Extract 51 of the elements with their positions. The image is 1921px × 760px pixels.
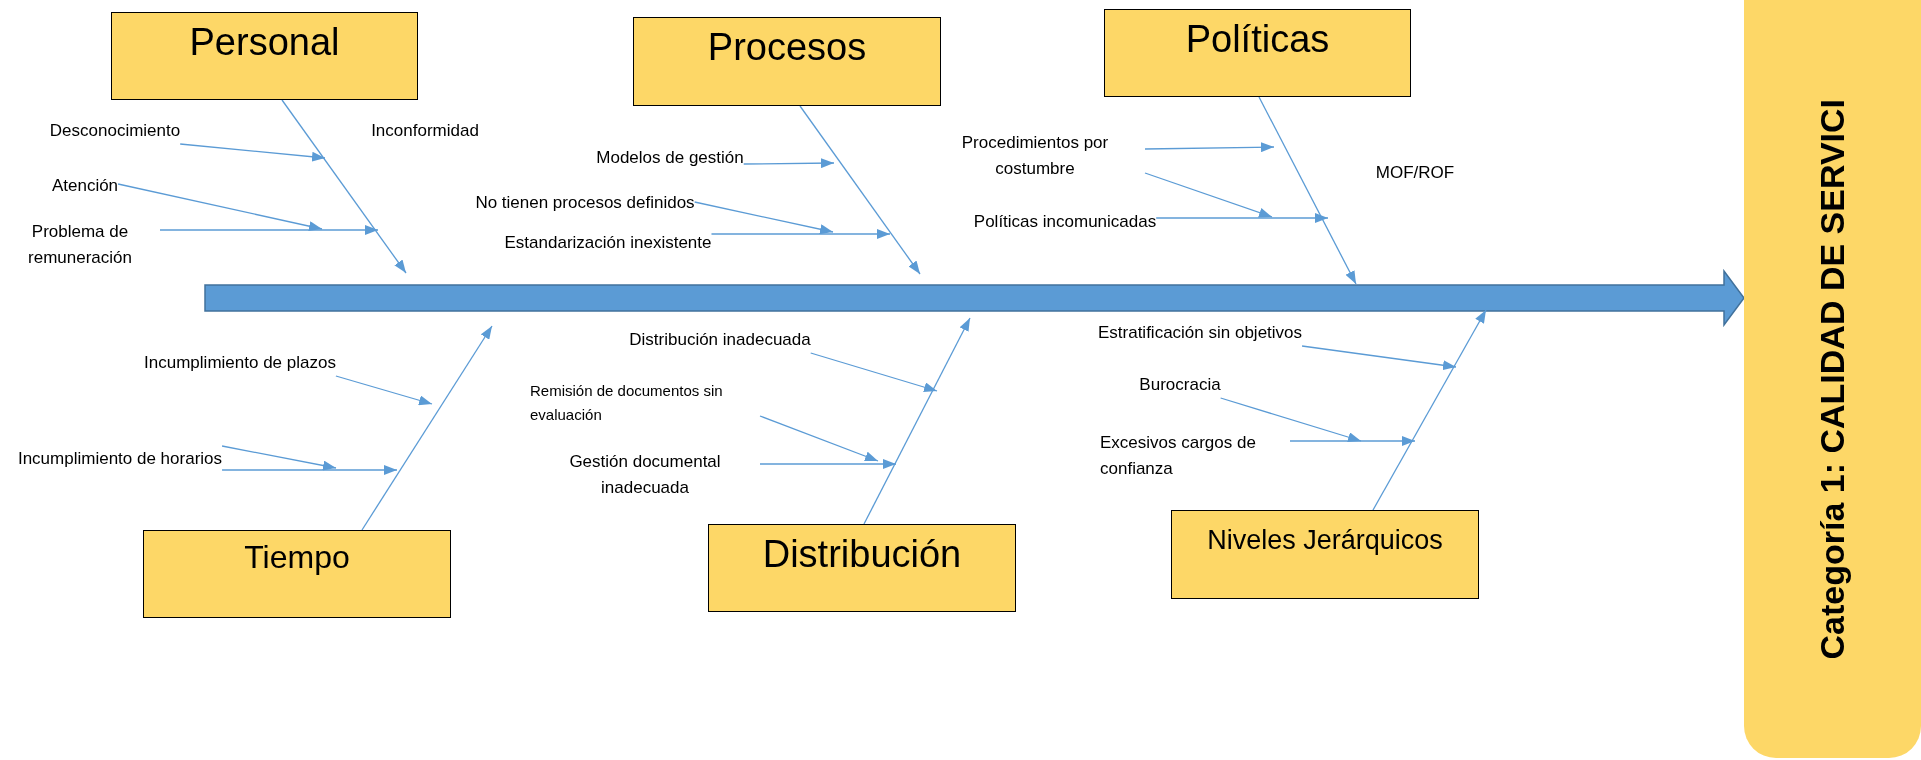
cause-text: Estratificación sin objetivos <box>1097 320 1303 346</box>
arrow <box>159 225 379 235</box>
cause-text: No tienen procesos definidos <box>475 190 695 216</box>
cause-text: Incumplimiento de plazos <box>144 350 336 376</box>
arrow <box>361 325 493 531</box>
cause-text: Burocracia <box>1139 372 1221 398</box>
arrow <box>179 143 326 162</box>
cause-text: Remisión de documentos sin evaluación <box>530 379 760 427</box>
cause-text: Inconformidad <box>370 120 480 142</box>
arrow <box>281 99 407 274</box>
cause-text: Desconocimiento <box>49 118 181 144</box>
cause-text: Problema de remuneración <box>0 219 160 271</box>
category-box: Niveles Jerárquicos <box>1171 510 1479 599</box>
arrow <box>694 201 834 235</box>
cause-text: Modelos de gestión <box>596 145 744 171</box>
arrow <box>743 158 835 169</box>
arrow <box>863 317 971 525</box>
arrow <box>1155 213 1329 223</box>
effect-panel <box>1744 0 1921 758</box>
category-box: Políticas <box>1104 9 1411 97</box>
cause-text: MOF/ROF <box>1374 162 1456 184</box>
effect-title: Categoría 1: CALIDAD DE SERVICI <box>1813 98 1852 660</box>
arrow <box>1144 172 1273 218</box>
cause-text: Gestión documental inadecuada <box>530 449 760 501</box>
cause-text: Atención <box>51 173 119 199</box>
arrow <box>1220 397 1362 442</box>
arrow <box>1372 309 1487 511</box>
cause-text: Distribución inadecuada <box>629 327 811 353</box>
arrow <box>810 352 938 393</box>
arrow <box>710 229 891 239</box>
arrow <box>117 183 323 232</box>
spine-arrow <box>204 268 1745 328</box>
cause-text: Procedimientos por costumbre <box>925 130 1145 182</box>
arrow <box>221 445 337 471</box>
arrow <box>1301 345 1457 371</box>
arrow <box>759 415 879 462</box>
arrow <box>221 465 398 475</box>
cause-text: Incumplimiento de horarios <box>17 446 223 472</box>
cause-text: Excesivos cargos de confianza <box>1100 430 1290 482</box>
category-box: Tiempo <box>143 530 451 618</box>
arrow <box>1289 436 1416 446</box>
arrow <box>1258 96 1357 285</box>
arrow <box>335 375 433 406</box>
cause-text: Políticas incomunicadas <box>973 209 1157 235</box>
arrow <box>759 459 897 469</box>
cause-text: Estandarización inexistente <box>504 230 712 256</box>
arrow <box>799 105 921 275</box>
category-box: Procesos <box>633 17 941 106</box>
category-box: Distribución <box>708 524 1016 612</box>
category-box: Personal <box>111 12 418 100</box>
arrow <box>1144 142 1275 153</box>
